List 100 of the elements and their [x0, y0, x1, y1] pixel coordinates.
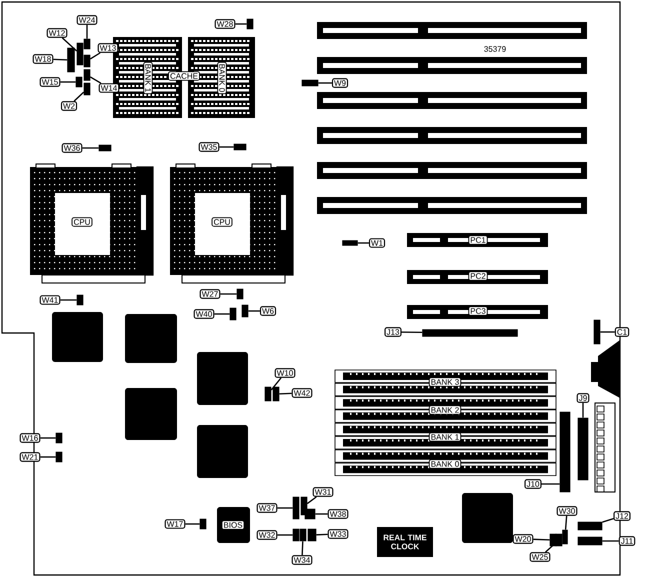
leader-line: [40, 456, 56, 458]
callout-label: W16: [20, 433, 40, 443]
leader-line: [542, 483, 560, 485]
leader-line: [316, 534, 328, 536]
callout-label: W31: [312, 487, 334, 497]
callout-label: W9: [332, 78, 348, 88]
leader-line: [318, 82, 332, 84]
callout-label: W12: [46, 28, 68, 38]
callout-label: W34: [292, 555, 312, 565]
callout-label: W28: [214, 19, 236, 29]
callout-label: W35: [198, 142, 220, 152]
leader-line: [90, 76, 102, 84]
callout-label: W13: [98, 43, 118, 53]
leader-line: [185, 523, 200, 525]
leader-line: [602, 540, 619, 542]
callout-label: W42: [292, 388, 312, 398]
clock-chip: REAL TIME CLOCK: [377, 527, 433, 557]
connector: [560, 412, 570, 492]
jumper: [242, 304, 248, 318]
callout-label: J10: [524, 479, 542, 489]
jumper: [84, 82, 90, 96]
leader-line: [219, 146, 234, 148]
leader-line: [220, 293, 237, 295]
leader-line: [270, 377, 282, 390]
leader-line: [358, 242, 369, 244]
callout-label: W33: [328, 529, 348, 539]
callout-label: W25: [530, 552, 550, 562]
callout-label: W14: [98, 83, 120, 93]
leader-line: [277, 507, 293, 509]
jumper: [84, 69, 90, 81]
callout-label: J9: [576, 393, 590, 403]
connector: [578, 522, 602, 530]
jumper: [302, 80, 318, 86]
jumper: [300, 496, 308, 516]
connector: [578, 418, 588, 480]
leader-line: [248, 310, 260, 312]
leader-line: [582, 402, 584, 418]
leader-line: [306, 496, 317, 504]
callout-label: W40: [194, 309, 214, 319]
callout-label: W17: [164, 519, 186, 529]
jumper: [594, 320, 600, 344]
callout-label: W30: [556, 506, 578, 516]
leader-line: [62, 37, 78, 52]
jumper: [342, 240, 358, 246]
leader-line: [235, 23, 247, 25]
leader-line: [86, 24, 88, 39]
component-label: BIOS: [222, 520, 244, 530]
jumper: [84, 38, 90, 50]
callout-label: W32: [256, 530, 278, 540]
connector: [422, 329, 518, 337]
connector: [578, 536, 602, 546]
jumper: [308, 528, 316, 542]
leader-line: [402, 331, 422, 334]
callout-label: W27: [200, 289, 220, 299]
leader-line: [74, 92, 84, 102]
leader-line: [600, 331, 615, 333]
jumper: [292, 528, 300, 542]
callout-label: W41: [40, 295, 60, 305]
callout-label: W37: [256, 503, 278, 513]
callout-label: C1: [614, 327, 630, 337]
callout-label: J11: [618, 536, 636, 546]
jumper: [556, 534, 562, 546]
leader-line: [60, 81, 76, 83]
part-number: 35379: [484, 46, 506, 52]
leader-line: [90, 52, 100, 60]
jumper: [550, 534, 556, 546]
component-label: BANK 3: [428, 377, 462, 387]
component-label: PC1: [468, 235, 488, 245]
callout-label: W10: [274, 368, 296, 378]
jumper: [76, 76, 82, 88]
callout-label: J13: [384, 327, 402, 337]
jumper: [562, 530, 568, 544]
jumper: [200, 518, 206, 530]
component-label: CPU: [72, 217, 92, 227]
jumper: [300, 528, 306, 542]
component-label: PC2: [468, 271, 488, 281]
leader-line: [82, 147, 99, 149]
jumper: [272, 386, 280, 402]
leader-line: [277, 534, 293, 536]
jumper: [56, 432, 62, 444]
callout-label: W6: [260, 306, 276, 316]
callout-label: W2: [60, 101, 78, 111]
jumper: [84, 54, 90, 68]
callout-label: W21: [20, 452, 40, 462]
component-label: BANK 1: [428, 432, 462, 442]
leader-line: [315, 513, 328, 515]
callout-label: W24: [76, 15, 98, 25]
callout-label: J12: [614, 511, 630, 521]
leader-line: [53, 58, 68, 60]
jumper: [246, 18, 254, 30]
leader-line: [302, 541, 304, 556]
jumper: [56, 452, 62, 462]
component-label: BANK 2: [428, 405, 462, 415]
jumper: [67, 48, 75, 72]
callout-label: W36: [62, 143, 82, 153]
leader-line: [60, 299, 77, 301]
jumper: [234, 144, 246, 150]
leader-line: [533, 538, 550, 541]
leader-line: [564, 516, 568, 530]
jumper: [292, 496, 300, 520]
